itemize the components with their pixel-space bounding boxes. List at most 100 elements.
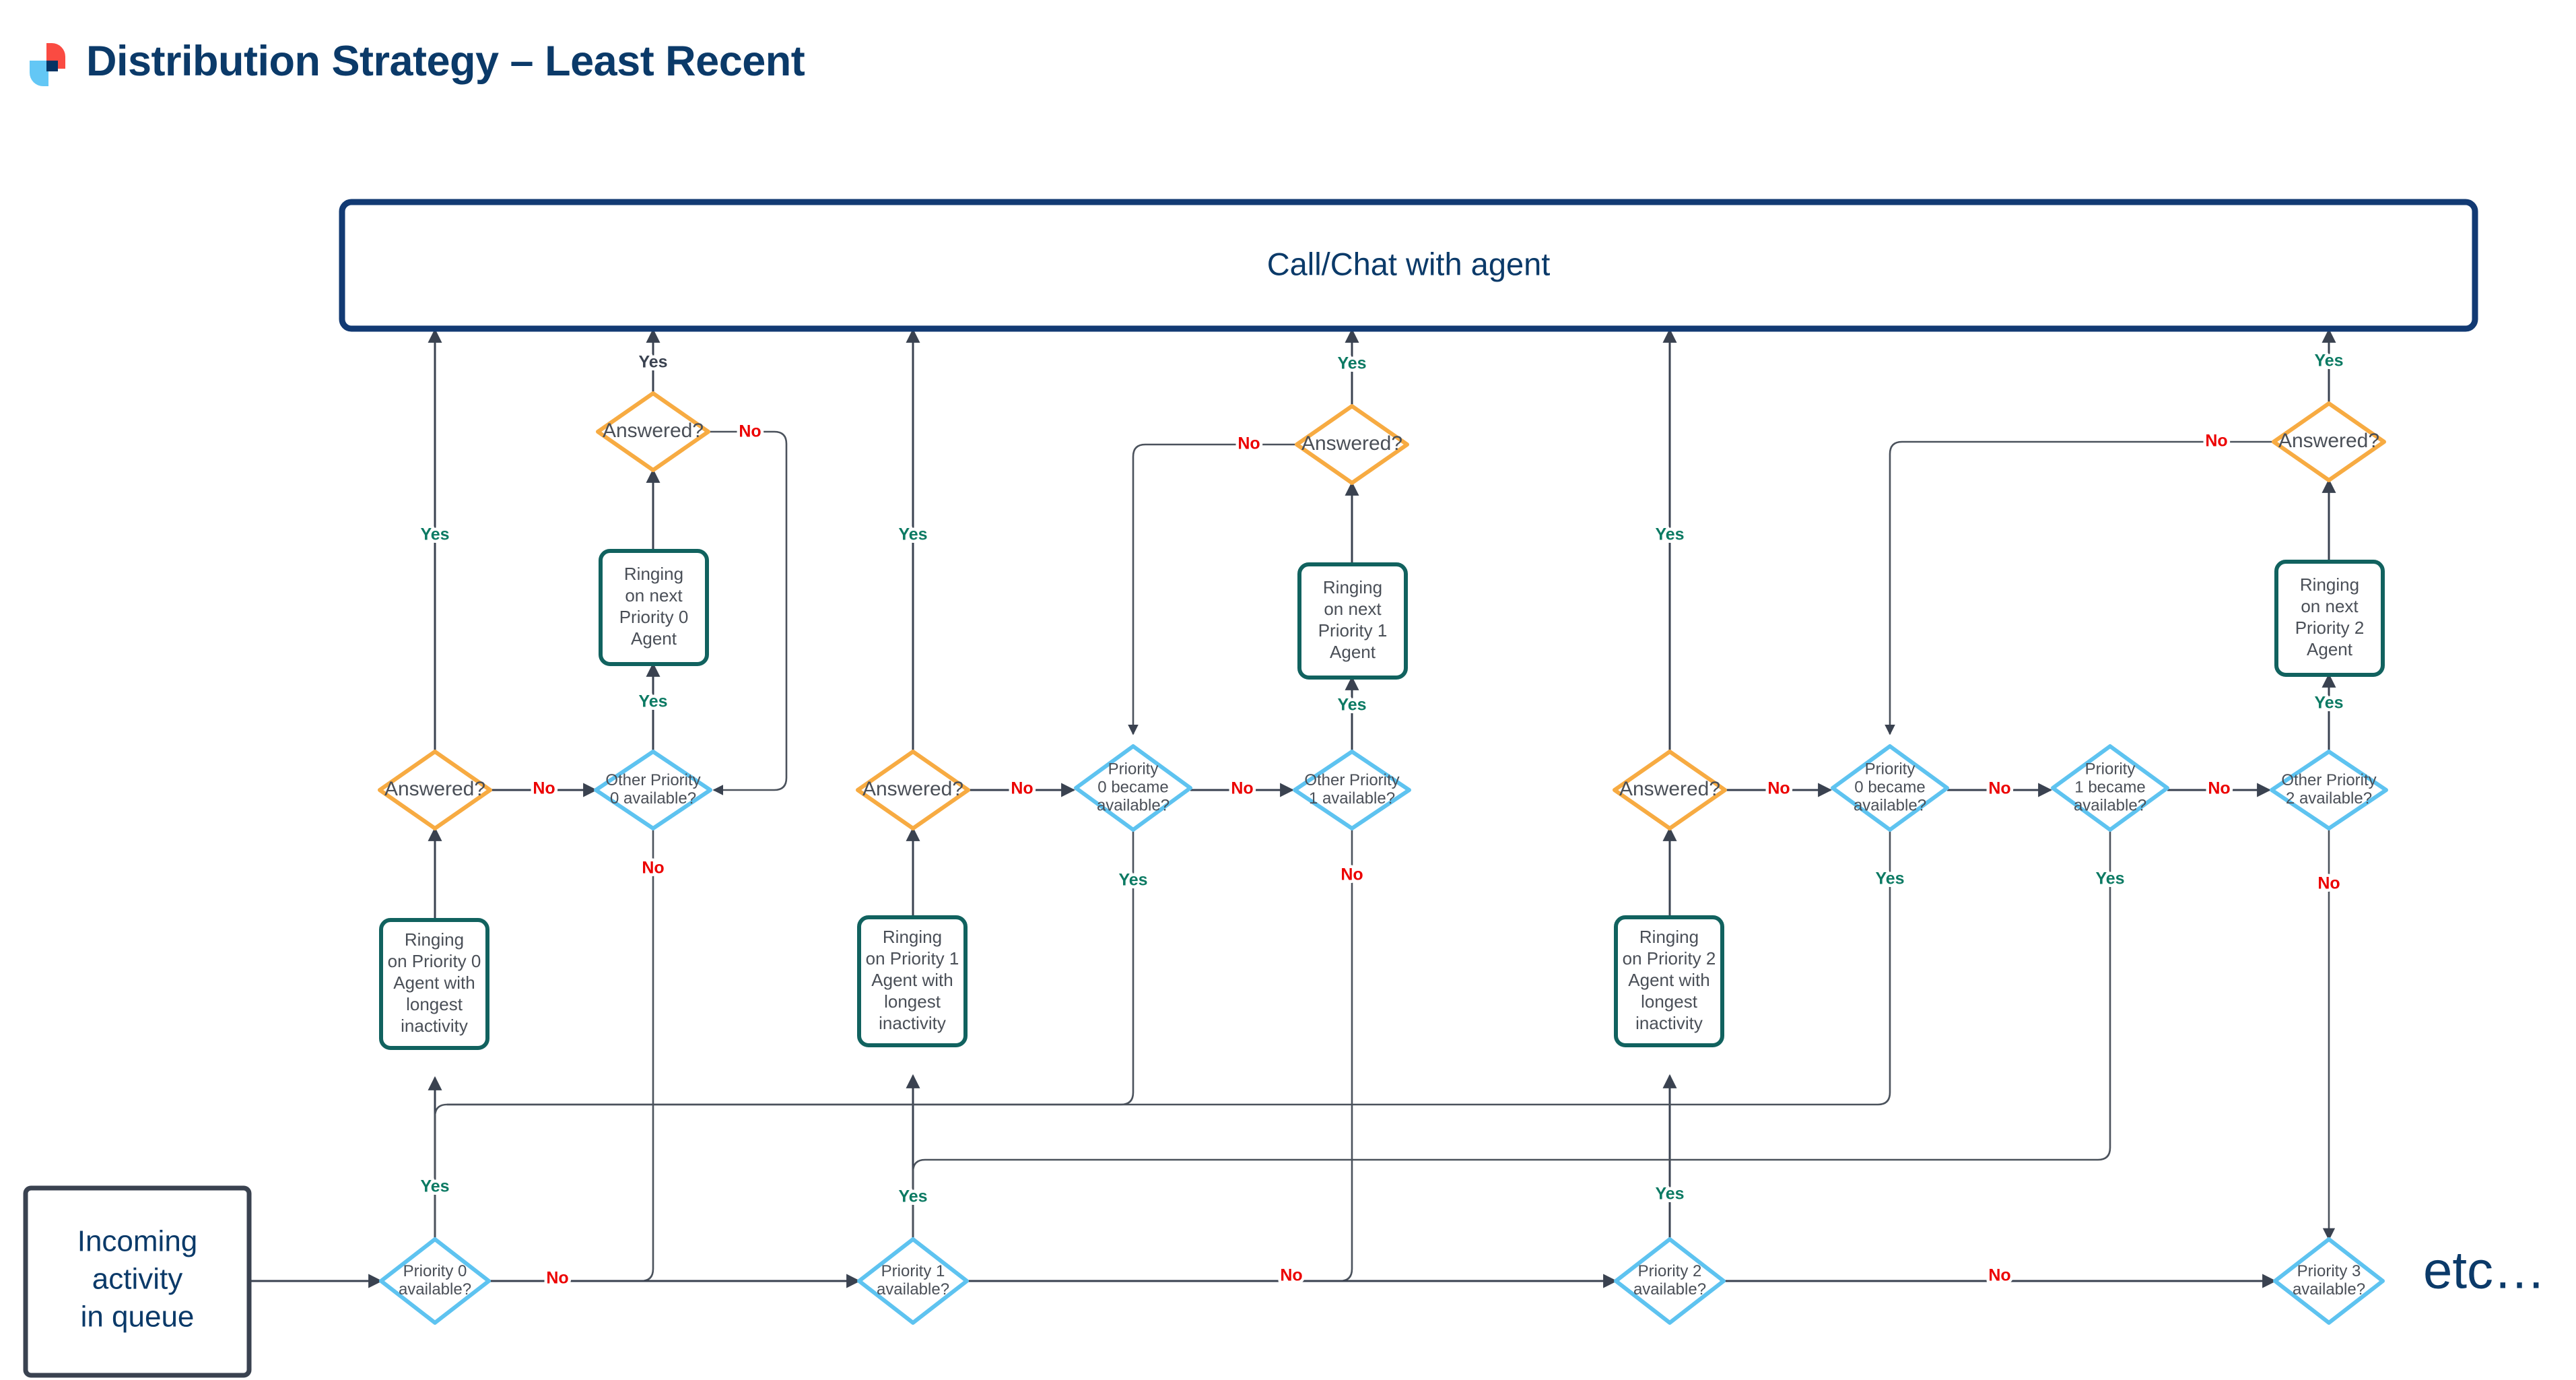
diamond-p1-became-available-shape[interactable] [2051, 744, 2169, 832]
box-ring-p1-longest-rect[interactable] [857, 915, 968, 1047]
diamond-other-p2-available-shape[interactable] [2270, 750, 2388, 830]
edge-label-no-answered-p2: No [1767, 779, 1790, 798]
edge-label-no-next-p0: No [739, 422, 761, 441]
diamond-p0-became-available-a-line-1: 0 became [1097, 778, 1168, 796]
edge-label-yes-next-p1-top-halo: Yes [1337, 354, 1366, 373]
diamond-answered-p1-shape[interactable] [856, 750, 970, 830]
diamond-p2-available-shape[interactable] [1614, 1237, 1726, 1325]
edge-label-no-other-p0-halo: No [642, 859, 664, 878]
diamond-answered-p2[interactable]: Answered? [1613, 750, 1727, 830]
diamond-answered-next-p0[interactable]: Answered? [596, 391, 710, 472]
diamond-answered-next-p1-shape[interactable] [1295, 404, 1409, 485]
edge-label-yes-next-p1-bot-halo: Yes [1337, 696, 1366, 715]
box-ring-p1-longest-line-3: longest [884, 991, 941, 1012]
edge-label-no-answered-p0-halo: No [533, 779, 555, 798]
diamond-other-p1-available-shape[interactable] [1293, 750, 1411, 830]
edge-label-yes-p0-available: Yes [420, 1177, 449, 1196]
box-ring-next-p0-line-1: on next [625, 585, 683, 605]
edge-label-no-other-p2-halo: No [2317, 874, 2340, 893]
start-node-line-1: activity [92, 1263, 182, 1296]
diamond-other-p0-available-shape[interactable] [594, 750, 712, 830]
top-bar-rect[interactable] [339, 199, 2478, 332]
diamond-p0-available-shape[interactable] [379, 1237, 491, 1325]
diamond-p3-available-shape[interactable] [2273, 1237, 2385, 1325]
diamond-answered-next-p2-shape[interactable] [2272, 401, 2386, 482]
edge-label-yes-next-p0-top-halo: Yes [638, 353, 667, 372]
box-ring-p0-longest-rect[interactable] [379, 918, 489, 1050]
page-title: Distribution Strategy – Least Recent [86, 38, 805, 85]
diamond-p0-became-available-a-shape[interactable] [1074, 744, 1192, 832]
diamond-answered-p2-shape[interactable] [1613, 750, 1727, 830]
edge-label-yes-p0-became-a: Yes [1118, 871, 1147, 890]
diamond-p1-available-line-1: available? [877, 1280, 949, 1299]
diamond-answered-next-p1[interactable]: Answered? [1295, 404, 1409, 485]
box-ring-next-p0-rect[interactable] [599, 549, 709, 666]
edge-label-yes-p0-became-a-halo: Yes [1118, 871, 1147, 890]
top-bar-node[interactable]: Call/Chat with agent [339, 199, 2478, 332]
edge-label-no-p1-available-halo: No [1280, 1266, 1302, 1285]
diamond-p0-became-available-a-line-2: available? [1097, 796, 1170, 814]
box-ring-p1-longest-line-2: Agent with [871, 970, 953, 990]
diamond-answered-p1[interactable]: Answered? [856, 750, 970, 830]
edge-label-yes-p1-became-halo: Yes [2095, 869, 2124, 888]
decision-diamonds: Answered? Answered? Answered? Answered? Answ… [378, 391, 2388, 1325]
slide-header: Distribution Strategy – Least Recent [0, 0, 2576, 128]
edge-label-no-p0-became-b: No [1988, 779, 2010, 798]
start-node-line-0: Incoming [77, 1225, 198, 1258]
box-ring-next-p2-rect[interactable] [2274, 560, 2385, 677]
edge-label-no-next-p0-halo: No [739, 422, 761, 441]
edge-label-yes-answered-p0: Yes [420, 525, 449, 544]
diamond-p2-available-line-0: Priority 2 [1638, 1262, 1702, 1280]
etc-label: etc… [2423, 1241, 2546, 1300]
edge-label-yes-next-p0-top: Yes [638, 353, 667, 372]
box-ring-next-p1-rect[interactable] [1297, 562, 1408, 680]
box-ring-next-p1-line-1: on next [1324, 599, 1382, 619]
box-ring-p0-longest-line-1: on Priority 0 [388, 951, 481, 971]
box-ring-next-p0-line-2: Priority 0 [619, 607, 689, 627]
edge-label-no-next-p1-halo: No [1238, 434, 1260, 453]
box-ring-p0-longest-line-4: inactivity [401, 1016, 468, 1036]
edge-other-p0-no [498, 828, 654, 1282]
diamond-p1-available-line-0: Priority 1 [881, 1262, 945, 1280]
diamond-answered-p0[interactable]: Answered? [378, 750, 492, 830]
box-ring-next-p2-line-0: Ringing [2300, 574, 2359, 595]
edge-label-no-p2-available: No [1988, 1266, 2010, 1285]
start-node-rect[interactable] [23, 1185, 252, 1378]
edge-answered-next-p2-no [1885, 440, 2274, 735]
box-ring-p2-longest-line-0: Ringing [1639, 927, 1699, 947]
edge-label-no-p2-available-halo: No [1988, 1266, 2010, 1285]
diamond-other-p2-available-line-1: 2 available? [2286, 789, 2372, 808]
diamond-answered-next-p2[interactable]: Answered? [2272, 401, 2386, 482]
diamond-answered-p0-shape[interactable] [378, 750, 492, 830]
diamond-p1-available-shape[interactable] [857, 1237, 969, 1325]
diamond-p3-available-line-0: Priority 3 [2297, 1262, 2361, 1280]
edge-label-no-answered-p1-halo: No [1011, 779, 1033, 798]
edge-label-yes-answered-p2-halo: Yes [1655, 525, 1684, 544]
diamond-p0-became-available-b-shape[interactable] [1831, 744, 1949, 832]
box-ring-p2-longest-rect[interactable] [1614, 915, 1724, 1047]
diamond-answered-next-p0-shape[interactable] [596, 391, 710, 472]
box-ring-p1-longest-line-0: Ringing [883, 927, 942, 947]
start-node[interactable]: Incoming activity in queue [23, 1185, 252, 1378]
edge-label-no-p1-became-halo: No [2208, 779, 2230, 798]
edge-label-yes-next-p2-bot: Yes [2314, 694, 2343, 713]
diamond-p3-available-line-1: available? [2293, 1280, 2365, 1299]
diamond-p1-became-available-line-2: available? [2074, 796, 2146, 814]
